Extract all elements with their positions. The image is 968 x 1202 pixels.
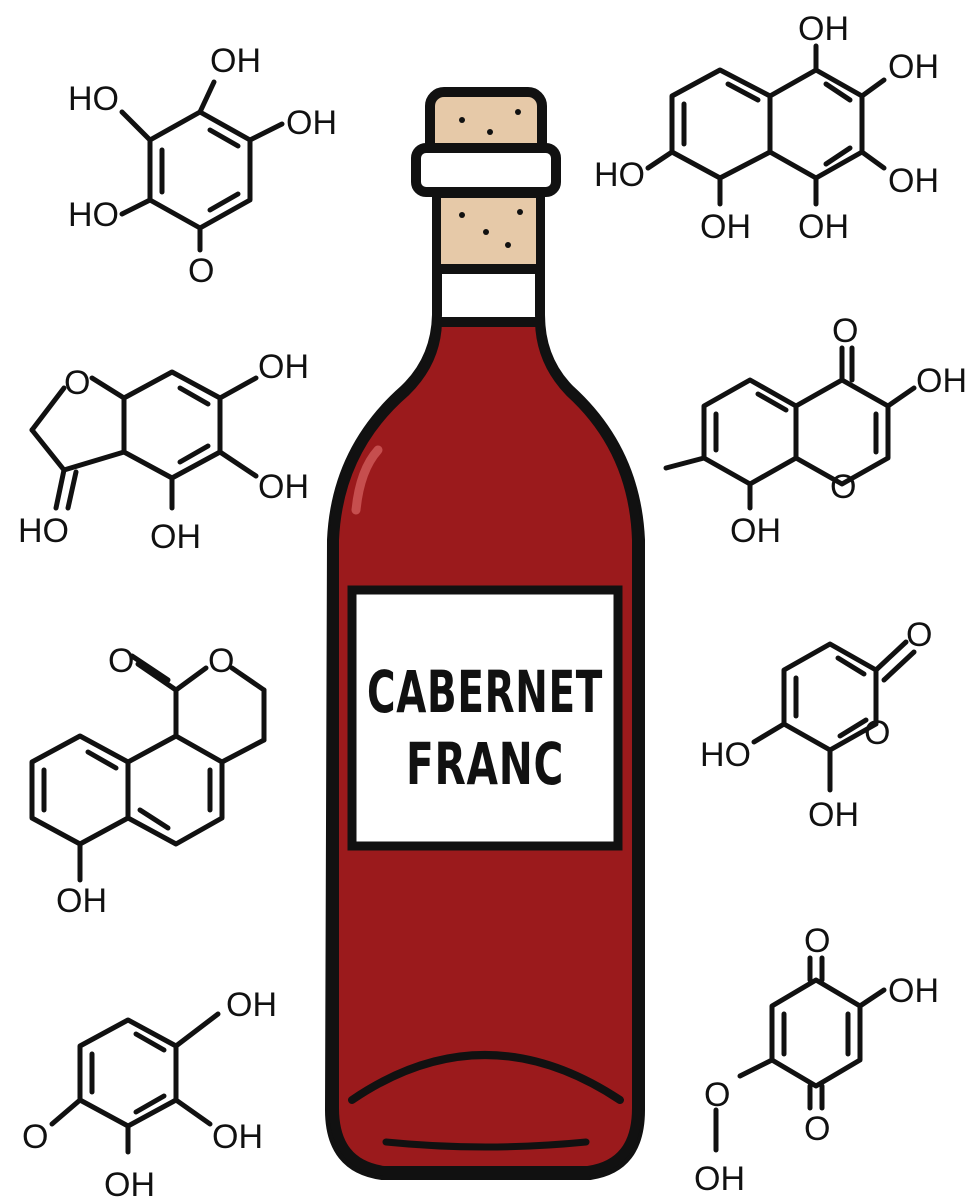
bottle-label — [347, 585, 623, 851]
molecule-2: OH OH HO OH OH OH — [594, 10, 939, 246]
bottle-base-line — [382, 1138, 590, 1151]
molecule-4: O OH O OH — [663, 312, 967, 550]
m2-ho-left: HO — [594, 156, 645, 194]
m8-o-bottom: O — [804, 1110, 830, 1148]
m2-oh-top: OH — [798, 10, 849, 48]
m2-oh-b2: OH — [798, 208, 849, 246]
bottle-capsule — [411, 143, 561, 197]
m7-o-left: O — [22, 1118, 48, 1156]
m5-o-ring: O — [208, 642, 234, 680]
m7-oh-bottom: OH — [104, 1166, 155, 1202]
m1-oh-right: OH — [286, 104, 337, 142]
m1-ho-low: HO — [68, 196, 119, 234]
m6-o-top: O — [906, 616, 932, 654]
m6-oh-bottom: OH — [808, 796, 859, 834]
label-line1: CABERNET — [367, 658, 603, 726]
m4-o-ring: O — [830, 468, 856, 506]
m1-oh-top: OH — [210, 42, 261, 80]
m3-oh-top: OH — [258, 348, 309, 386]
molecule-7: OH O OH OH — [22, 986, 277, 1202]
m6-o-ring: O — [864, 714, 890, 752]
m4-oh-right: OH — [916, 362, 967, 400]
m8-oh-bottom: OH — [694, 1160, 745, 1198]
m2-oh-b1: OH — [700, 208, 751, 246]
m3-ho: HO — [18, 512, 69, 550]
m2-oh-right: OH — [888, 48, 939, 86]
m7-oh-top: OH — [226, 986, 277, 1024]
molecule-1: OH HO OH HO O — [68, 42, 337, 290]
m1-o-bottom: O — [188, 252, 214, 290]
molecule-3: O OH OH HO OH — [18, 348, 309, 556]
m1-ho-left: HO — [68, 80, 119, 118]
molecule-5: O O OH — [29, 642, 267, 920]
m2-oh-right2: OH — [888, 162, 939, 200]
m3-oh-bottom: OH — [150, 518, 201, 556]
molecule-8: O OH O O OH — [694, 922, 939, 1198]
m8-o-left: O — [704, 1076, 730, 1114]
m5-o-top: O — [108, 642, 134, 680]
m8-oh-right: OH — [888, 972, 939, 1010]
bottle-punt — [348, 1051, 624, 1104]
m3-oh-right: OH — [258, 468, 309, 506]
m5-oh-bottom: OH — [56, 882, 107, 920]
m4-oh-bottom: OH — [730, 512, 781, 550]
m7-oh-right: OH — [212, 1118, 263, 1156]
wine-bottle: CABERNET FRANC — [325, 87, 645, 1180]
m8-o-top: O — [804, 922, 830, 960]
molecule-6: O O HO OH — [700, 616, 932, 834]
m4-o-top: O — [832, 312, 858, 350]
m6-ho: HO — [700, 736, 751, 774]
glass-highlight — [351, 445, 383, 515]
label-line2: FRANC — [406, 730, 564, 798]
m3-o-ring: O — [64, 364, 90, 402]
